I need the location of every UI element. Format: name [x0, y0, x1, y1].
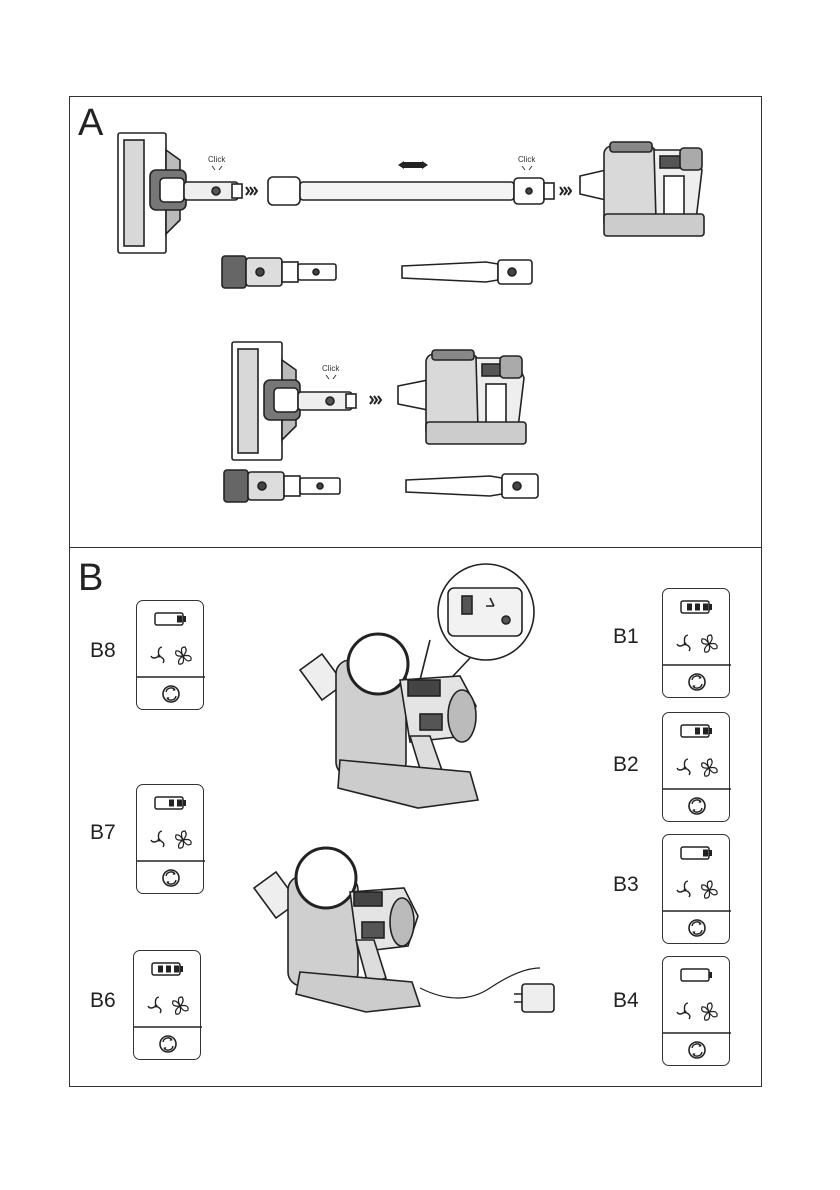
arrow-icon	[246, 187, 257, 195]
click-text-2: Click	[518, 155, 536, 164]
battery-bar	[703, 728, 708, 735]
battery-icon	[152, 963, 183, 975]
battery-bar	[703, 850, 708, 857]
battery-bar	[169, 800, 174, 807]
section-b-letter: B	[78, 559, 103, 597]
panel-label-b8: B8	[90, 640, 116, 661]
battery-bar	[177, 616, 182, 623]
arrow-icon	[560, 187, 571, 195]
click-text-1: Click	[208, 155, 226, 164]
vacuum-main-body-1	[580, 142, 704, 236]
power-icon	[689, 920, 705, 936]
battery-icon	[681, 601, 712, 613]
battery-bar	[703, 604, 708, 611]
click-text-3: Click	[322, 364, 340, 373]
power-icon	[689, 674, 705, 690]
fan-low-icon	[148, 997, 161, 1013]
battery-panel-b7	[136, 784, 204, 894]
fan-low-icon	[677, 635, 690, 651]
power-icon	[163, 686, 179, 702]
power-icon	[160, 1036, 176, 1052]
panel-label-b2: B2	[613, 754, 639, 775]
fan-low-icon	[151, 831, 164, 847]
panel-label-b6: B6	[90, 990, 116, 1011]
brush-connector-2	[224, 470, 340, 502]
fan-high-icon	[702, 759, 717, 776]
battery-icon	[681, 969, 712, 981]
fan-high-icon	[173, 997, 188, 1014]
floor-brush-head-2	[232, 342, 356, 460]
battery-bar	[695, 604, 700, 611]
extension-tube	[268, 177, 554, 205]
battery-bar	[174, 966, 179, 973]
battery-panel-b8	[136, 600, 204, 710]
battery-bar	[177, 800, 182, 807]
power-icon	[689, 1042, 705, 1058]
battery-panel-b2	[662, 712, 730, 822]
battery-icon	[681, 847, 712, 859]
battery-bar	[695, 728, 700, 735]
fan-high-icon	[702, 1003, 717, 1020]
battery-panel-b3	[662, 834, 730, 944]
fan-low-icon	[677, 759, 690, 775]
floor-brush-head-1	[118, 133, 242, 253]
panel-label-b1: B1	[613, 626, 639, 647]
brush-connector-1	[222, 256, 336, 288]
panel-label-b4: B4	[613, 990, 639, 1011]
battery-bar	[158, 966, 163, 973]
battery-panel-b1	[662, 588, 730, 698]
fan-high-icon	[702, 635, 717, 652]
fan-low-icon	[677, 881, 690, 897]
vacuum-main-body-2	[398, 350, 526, 444]
battery-bar	[166, 966, 171, 973]
fan-low-icon	[151, 647, 164, 663]
fan-high-icon	[176, 831, 191, 848]
battery-panel-b6	[133, 950, 201, 1060]
section-a-illustration: Click Click	[0, 0, 840, 560]
battery-icon	[155, 613, 186, 625]
arrow-icon	[370, 396, 381, 404]
battery-bar	[687, 604, 692, 611]
panel-label-b3: B3	[613, 874, 639, 895]
crevice-tool-2	[406, 474, 538, 498]
power-icon	[689, 798, 705, 814]
battery-panel-b4	[662, 956, 730, 1066]
battery-icon	[155, 797, 186, 809]
panel-label-b7: B7	[90, 822, 116, 843]
power-icon	[163, 870, 179, 886]
fan-high-icon	[176, 647, 191, 664]
crevice-tool-1	[402, 260, 532, 284]
fan-low-icon	[677, 1003, 690, 1019]
battery-icon	[681, 725, 712, 737]
fan-high-icon	[702, 881, 717, 898]
